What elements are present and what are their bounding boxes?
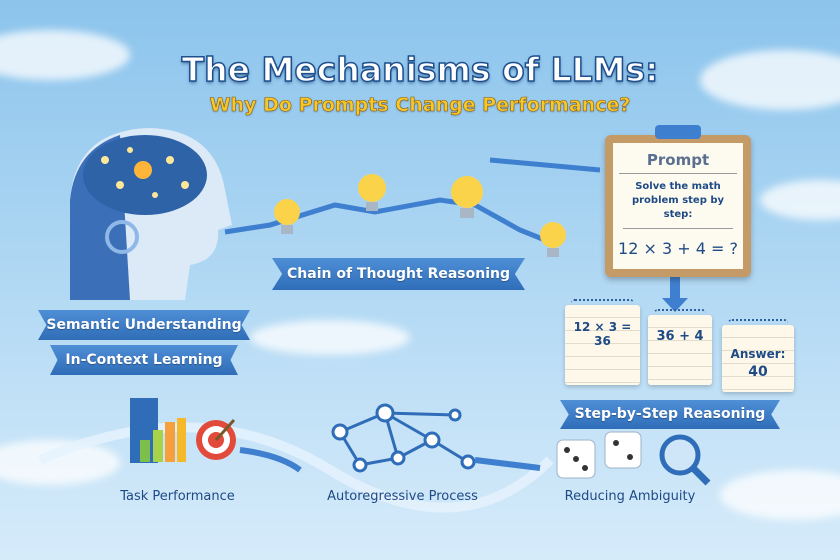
step-2-text: 36 + 4 <box>656 329 704 344</box>
banner-chain-of-thought: Chain of Thought Reasoning <box>272 258 525 290</box>
prompt-equation: 12 × 3 + 4 = ? <box>618 239 738 258</box>
ai-head-icon <box>70 128 232 300</box>
answer-value: 40 <box>748 364 768 380</box>
prompt-clipboard: Prompt Solve the math problem step by st… <box>605 125 751 277</box>
step-note-2: 36 + 4 <box>648 309 712 385</box>
subtitle: Why Do Prompts Change Performance? <box>209 94 631 117</box>
answer-label: Answer: <box>730 347 786 361</box>
banner-in-context-learning: In-Context Learning <box>50 345 238 375</box>
target-icon <box>196 418 236 460</box>
main-title: The Mechanisms of LLMs: <box>181 49 659 90</box>
bar-chart-icon <box>130 398 186 463</box>
step-note-3: Answer: 40 <box>722 319 794 392</box>
prompt-instruction: Solve the math problem step by step: <box>623 180 733 229</box>
dice-icon <box>556 431 642 479</box>
label-reducing-ambiguity: Reducing Ambiguity <box>564 489 696 504</box>
network-icon <box>331 403 476 473</box>
banner-semantic-understanding: Semantic Understanding <box>38 310 250 340</box>
step-1-text: 12 × 3 = 36 <box>573 320 632 348</box>
lightbulb-icons <box>274 174 566 257</box>
step-note-1: 12 × 3 = 36 <box>565 299 640 385</box>
label-task-performance: Task Performance <box>120 489 235 504</box>
clipboard-clip-icon <box>655 125 701 139</box>
banner-step-by-step: Step-by-Step Reasoning <box>560 400 780 429</box>
label-autoregressive-process: Autoregressive Process <box>327 489 478 504</box>
prompt-heading: Prompt <box>619 151 737 174</box>
magnifier-icon <box>659 434 711 486</box>
